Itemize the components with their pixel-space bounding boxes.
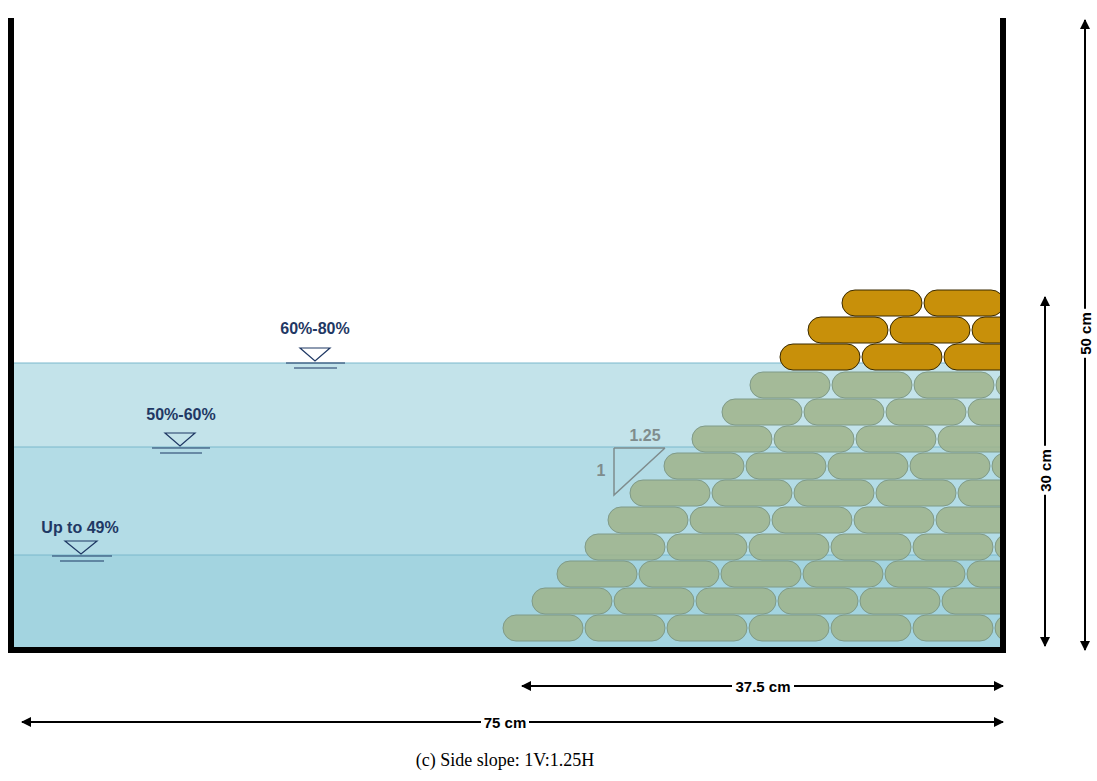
water-level-label: Up to 49%	[38, 519, 121, 537]
sandbag	[696, 588, 776, 614]
water-level-label: 50%-60%	[143, 406, 218, 424]
sandbag	[942, 588, 1003, 614]
sandbag	[774, 426, 854, 452]
sandbag	[667, 534, 747, 560]
sandbag	[690, 507, 770, 533]
sandbag	[972, 317, 1003, 343]
sandbag	[842, 290, 922, 316]
sandbag	[890, 317, 970, 343]
sandbag	[944, 344, 1003, 370]
sandbag	[614, 588, 694, 614]
sandbag	[664, 453, 744, 479]
sandbag	[910, 453, 990, 479]
water-low	[14, 555, 1003, 647]
sandbag	[794, 480, 874, 506]
sandbag	[913, 534, 993, 560]
sandbag	[749, 534, 829, 560]
sandbag	[860, 588, 940, 614]
water-mid	[14, 447, 1003, 647]
sandbag	[924, 290, 1003, 316]
sandbag	[532, 588, 612, 614]
sandbag	[585, 534, 665, 560]
water-level-label: 60%-80%	[277, 320, 352, 338]
sandbag	[608, 507, 688, 533]
sandbag	[749, 615, 829, 641]
sandbag	[667, 615, 747, 641]
sandbag	[862, 344, 942, 370]
sandbag	[780, 344, 860, 370]
sandbag	[746, 453, 826, 479]
dimension-arrows	[22, 20, 1085, 722]
water-top	[14, 363, 1003, 647]
sandbag	[557, 561, 637, 587]
sandbag	[832, 372, 912, 398]
sandbag	[712, 480, 792, 506]
sandbag	[876, 480, 956, 506]
slope-triangle	[614, 448, 665, 495]
sandbag	[585, 615, 665, 641]
tank-wall	[11, 18, 1003, 650]
sandbag	[885, 561, 965, 587]
sandbags	[503, 290, 1003, 641]
sandbag	[692, 426, 772, 452]
sandbag	[803, 561, 883, 587]
sandbag	[808, 317, 888, 343]
sandbag	[958, 480, 1003, 506]
sandbag	[750, 372, 830, 398]
sandbag	[778, 588, 858, 614]
sandbag	[503, 615, 583, 641]
slope-label: 1.25	[626, 427, 663, 445]
sandbag	[828, 453, 908, 479]
dimension-label: 75 cm	[481, 714, 530, 731]
caption: (c) Side slope: 1V:1.25H	[416, 750, 595, 771]
sandbag	[804, 399, 884, 425]
sandbag	[831, 615, 911, 641]
dimension-label: 37.5 cm	[732, 678, 793, 695]
slope-label: 1	[594, 462, 609, 480]
sandbag	[854, 507, 934, 533]
sandbag	[913, 615, 993, 641]
sandbag	[856, 426, 936, 452]
sandbag	[886, 399, 966, 425]
sandbag	[639, 561, 719, 587]
sandbag	[967, 561, 1003, 587]
dimension-label: 50 cm	[1076, 309, 1093, 358]
sandbag	[772, 507, 852, 533]
sandbag	[630, 480, 710, 506]
sandbag	[968, 399, 1003, 425]
sandbag	[721, 561, 801, 587]
sandbag	[938, 426, 1003, 452]
dimension-label: 30 cm	[1036, 446, 1053, 495]
sandbag	[914, 372, 994, 398]
sandbag	[936, 507, 1003, 533]
sandbag	[722, 399, 802, 425]
sandbag	[831, 534, 911, 560]
